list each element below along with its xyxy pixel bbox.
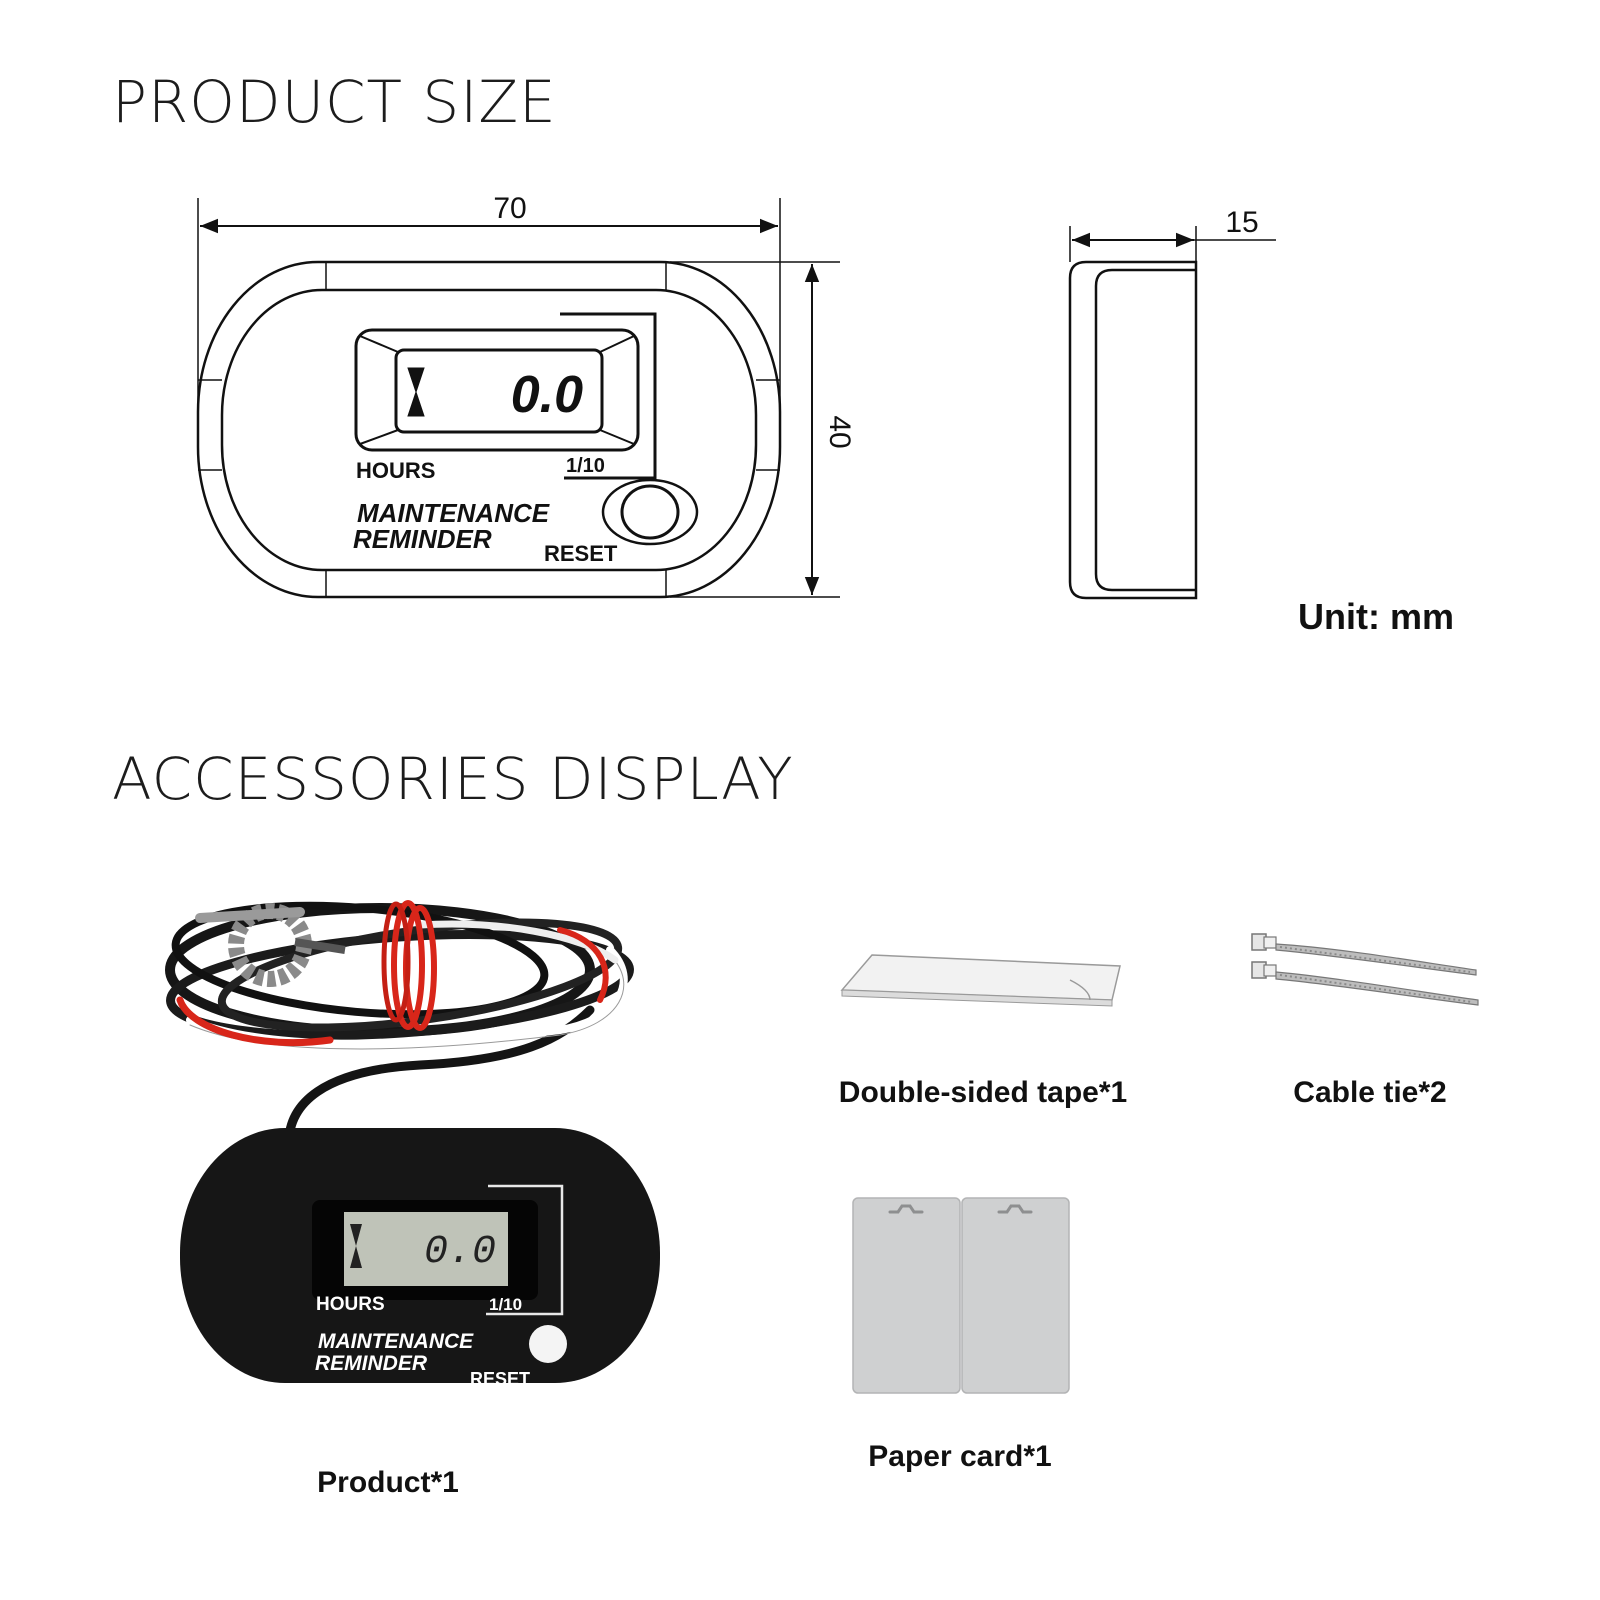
product-reminder-label: REMINDER — [315, 1352, 428, 1375]
ring-terminal — [195, 903, 346, 987]
product-hourglass-icon — [350, 1224, 362, 1268]
accessories-heading: ACCESSORIES DISPLAY — [112, 745, 794, 813]
product-wire-bundle — [165, 900, 634, 1163]
product-lcd-value: 0.0 — [424, 1230, 496, 1275]
width-dimension-value: 70 — [493, 192, 526, 225]
device-outline-inner — [220, 288, 758, 572]
front-maintenance-label: MAINTENANCE — [357, 498, 550, 528]
product-device — [180, 1128, 660, 1383]
product-tenth-label: 1/10 — [489, 1295, 522, 1314]
paper-card-caption: Paper card*1 — [868, 1440, 1052, 1473]
front-reset-label: RESET — [544, 541, 618, 566]
unit-label: Unit: mm — [1298, 596, 1454, 637]
product-hours-label: HOURS — [316, 1294, 385, 1315]
front-tenth-label: 1/10 — [566, 455, 605, 477]
hourglass-icon — [407, 367, 425, 417]
height-dimension-value: 40 — [823, 415, 856, 448]
front-view-drawing — [196, 198, 840, 599]
cable-tie-image — [1251, 933, 1479, 1006]
paper-card-image — [852, 1197, 1070, 1394]
side-view-drawing — [1068, 226, 1276, 600]
product-maintenance-label: MAINTENANCE — [318, 1330, 474, 1353]
cable-tie-caption: Cable tie*2 — [1293, 1076, 1447, 1109]
front-reminder-label: REMINDER — [353, 524, 492, 554]
product-size-heading: PRODUCT SIZE — [112, 68, 557, 136]
device-outline-outer — [196, 260, 782, 599]
front-hours-label: HOURS — [356, 458, 435, 483]
product-reset-button — [529, 1325, 567, 1363]
reset-button-outline — [601, 478, 699, 546]
front-lcd-value: 0.0 — [511, 366, 583, 424]
product-caption: Product*1 — [317, 1466, 459, 1499]
product-reset-label: RESET — [470, 1369, 530, 1389]
tape-caption: Double-sided tape*1 — [838, 1076, 1128, 1109]
double-sided-tape-image — [840, 954, 1121, 1007]
depth-dimension-value: 15 — [1225, 206, 1258, 239]
hang-hole-icon — [997, 1204, 1033, 1214]
hang-hole-icon — [888, 1204, 924, 1214]
